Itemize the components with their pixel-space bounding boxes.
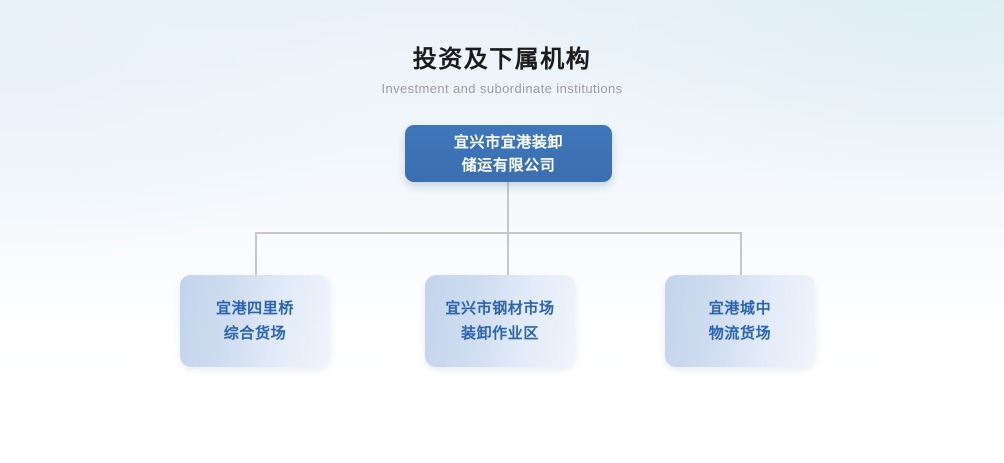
page-subtitle: Investment and subordinate institutions [381, 81, 623, 96]
connector-horizontal-bar [255, 232, 742, 234]
org-node-child-2-line1: 宜兴市钢材市场 [445, 299, 555, 317]
org-node-child-2[interactable]: 宜兴市钢材市场 装卸作业区 [425, 275, 575, 367]
org-node-root-label: 宜兴市宜港装卸 储运有限公司 [454, 131, 563, 177]
org-node-child-1[interactable]: 宜港四里桥 综合货场 [180, 275, 330, 367]
page-header: 投资及下属机构 Investment and subordinate insti… [0, 44, 1004, 97]
org-node-root-line2: 储运有限公司 [461, 155, 556, 174]
org-node-child-2-line2: 装卸作业区 [460, 324, 539, 342]
page-title: 投资及下属机构 [412, 45, 592, 73]
org-node-child-2-label: 宜兴市钢材市场 装卸作业区 [445, 296, 554, 346]
connector-drop-child-1 [255, 232, 257, 276]
org-node-child-3-label: 宜港城中 物流货场 [709, 296, 771, 346]
connector-drop-child-3 [740, 232, 742, 276]
org-node-child-3[interactable]: 宜港城中 物流货场 [665, 275, 815, 367]
org-node-child-3-line1: 宜港城中 [708, 299, 772, 317]
org-node-child-1-line2: 综合货场 [223, 324, 287, 342]
connector-root-stem [507, 182, 509, 234]
org-node-child-1-label: 宜港四里桥 综合货场 [216, 296, 294, 346]
org-node-root[interactable]: 宜兴市宜港装卸 储运有限公司 [405, 125, 612, 182]
org-node-child-1-line1: 宜港四里桥 [215, 299, 294, 317]
org-node-root-line1: 宜兴市宜港装卸 [453, 132, 564, 151]
org-node-child-3-line2: 物流货场 [708, 324, 772, 342]
connector-drop-child-2 [507, 232, 509, 276]
